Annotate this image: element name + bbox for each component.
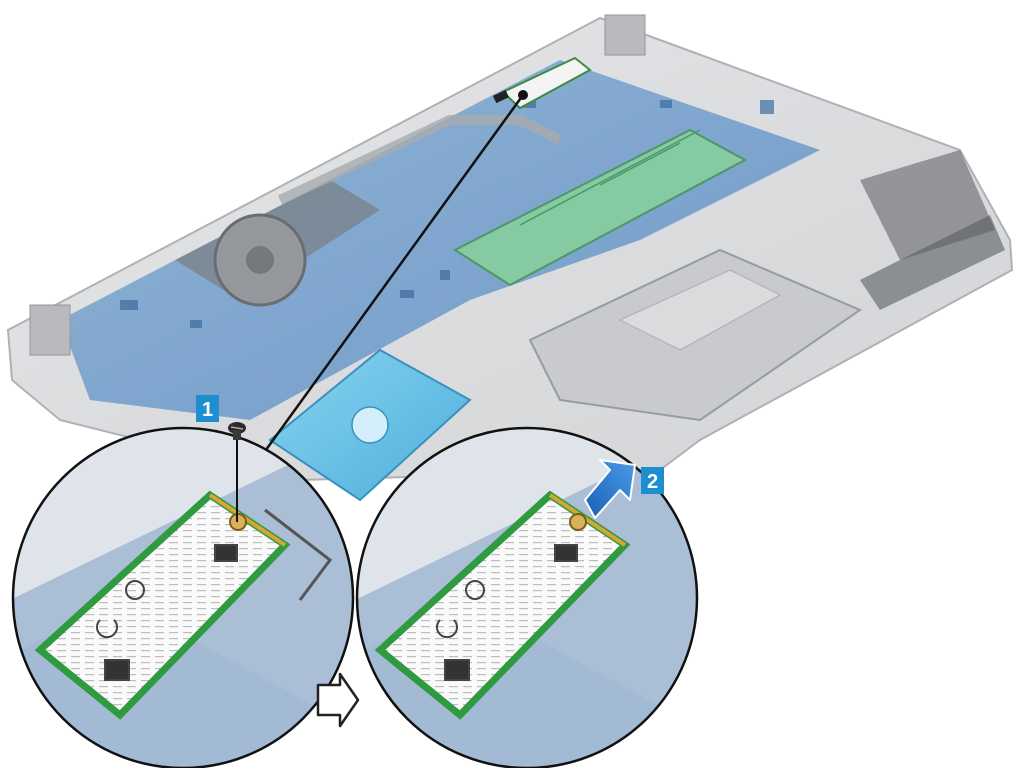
detail-circle-step-2 bbox=[355, 426, 699, 768]
hard-drive bbox=[268, 348, 472, 502]
card-label-marks-2 bbox=[436, 544, 578, 681]
left-hinge bbox=[29, 304, 71, 356]
laptop-base bbox=[6, 14, 1014, 502]
screw-icon bbox=[228, 422, 246, 522]
step-number-1: 1 bbox=[202, 399, 213, 421]
memory-modules bbox=[452, 128, 748, 287]
wlan-card-step-1 bbox=[34, 490, 291, 720]
slide-arrow-icon bbox=[584, 459, 636, 519]
cooling-fan bbox=[175, 180, 380, 307]
wlan-card-step-2 bbox=[374, 490, 631, 720]
system-board bbox=[60, 60, 820, 420]
step-number-2: 2 bbox=[647, 471, 658, 493]
right-hinge bbox=[604, 14, 646, 56]
card-label-marks bbox=[96, 544, 238, 681]
step-badge-2: 2 bbox=[641, 467, 664, 494]
detail-circle-step-1 bbox=[11, 426, 355, 768]
callout-leader bbox=[253, 90, 528, 466]
screw-hole-empty bbox=[569, 513, 587, 531]
speaker bbox=[860, 215, 1005, 310]
battery-area bbox=[860, 150, 995, 260]
touchpad-bracket bbox=[528, 248, 863, 422]
next-arrow-icon bbox=[316, 672, 360, 728]
step-badge-1: 1 bbox=[196, 395, 219, 422]
heat-pipe bbox=[277, 115, 563, 205]
